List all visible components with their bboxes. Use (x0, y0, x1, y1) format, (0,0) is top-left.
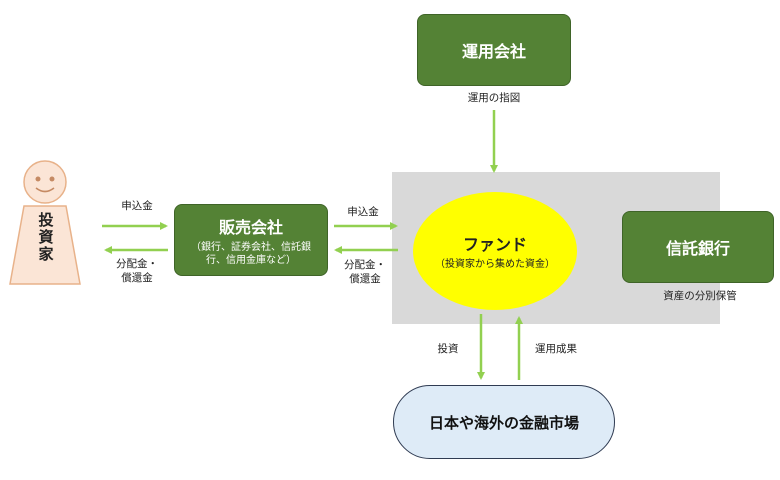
market-title: 日本や海外の金融市場 (428, 413, 579, 432)
manager-title: 運用会社 (461, 42, 526, 61)
seller-title: 販売会社 (218, 217, 283, 237)
trustee-box: 信託銀行 (622, 211, 774, 283)
investor-label-box: 投資家 (28, 212, 64, 272)
label-instruction: 運用の指図 (467, 92, 521, 104)
seller-box: 販売会社 （銀行、証券会社、信託銀 行、信用金庫など） (174, 204, 328, 276)
investor-head (23, 160, 67, 204)
investor-label: 投資家 (36, 212, 55, 263)
label-subscription-right: 申込金 (347, 206, 379, 218)
label-distribution-left: 分配金・ 償還金 (116, 258, 158, 284)
investor-left-eye (35, 176, 41, 182)
fund-ellipse: ファンド （投資家から集めた資金） (413, 192, 577, 310)
label-distribution-right: 分配金・ 償還金 (344, 259, 386, 285)
investor-figure (9, 160, 81, 285)
label-subscription-left: 申込金 (121, 200, 153, 212)
label-custody: 資産の分別保管 (663, 290, 737, 302)
market-capsule: 日本や海外の金融市場 (393, 385, 615, 459)
fund-title: ファンド (462, 235, 527, 254)
trustee-title: 信託銀行 (665, 239, 730, 258)
investor-right-eye (49, 176, 55, 182)
seller-subtitle: （銀行、証券会社、信託銀 行、信用金庫など） (191, 241, 311, 266)
label-results: 運用成果 (535, 343, 577, 355)
label-investment: 投資 (437, 343, 459, 355)
investor-body (9, 205, 81, 285)
manager-box: 運用会社 (417, 14, 571, 86)
fund-subtitle: （投資家から集めた資金） (435, 259, 555, 270)
investor-smile (35, 187, 55, 193)
